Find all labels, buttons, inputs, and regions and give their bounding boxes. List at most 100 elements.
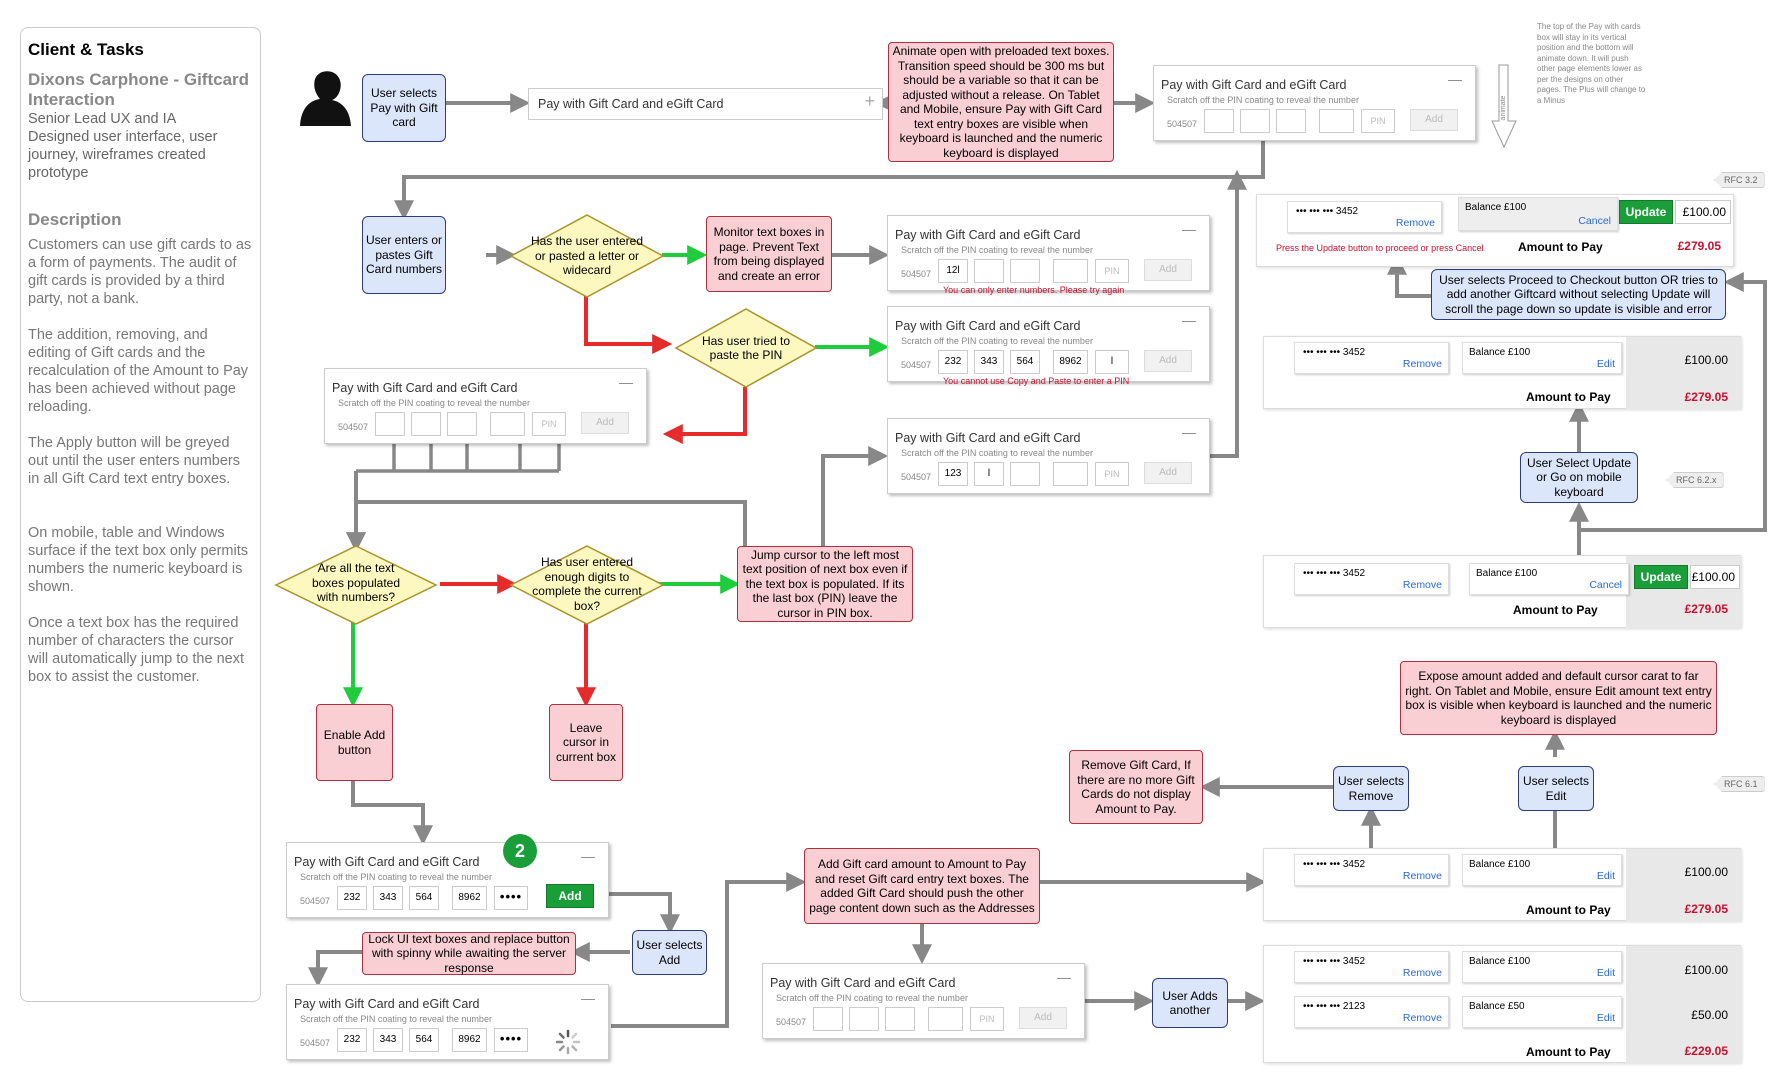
cancel-link[interactable]: Cancel (1578, 215, 1611, 227)
card-digits-input-1[interactable]: 123 (938, 462, 968, 486)
pin-input[interactable]: PIN (970, 1007, 1004, 1031)
plus-icon[interactable]: + (864, 91, 875, 111)
client-sidebar: Client & Tasks Dixons Carphone - Giftcar… (20, 27, 261, 1002)
remove-link[interactable]: Remove (1402, 358, 1442, 370)
card-digits-input-2[interactable]: l (974, 462, 1004, 486)
card-digits-input-4[interactable]: 8962 (452, 886, 487, 910)
card-number: ••• ••• ••• 3452 (1303, 347, 1366, 358)
card-digits-input-3[interactable]: 564 (1010, 350, 1040, 374)
minus-icon[interactable]: — (581, 848, 595, 864)
balance-text: Balance £100 (1469, 859, 1531, 870)
pay-widget-empty-left: Pay with Gift Card and eGift Card — Scra… (324, 368, 647, 444)
card-digits-input-1[interactable] (1204, 109, 1234, 133)
edit-amount-input[interactable]: £100.00 (1690, 565, 1740, 589)
card-digits-input-2[interactable] (849, 1007, 879, 1031)
card-digits-input-2[interactable]: 343 (974, 350, 1004, 374)
add-button[interactable]: Add (1144, 462, 1192, 484)
card-digits-input-1[interactable]: 12l (938, 259, 968, 283)
minus-icon[interactable]: — (619, 374, 633, 390)
user-selects-pay-box: User selects Pay with Gift card (362, 74, 446, 142)
add-button[interactable]: Add (1410, 109, 1458, 131)
card-digits-input-1[interactable] (813, 1007, 843, 1031)
balance-text: Balance £100 (1469, 956, 1531, 967)
card-digits-input-2[interactable] (974, 259, 1004, 283)
edit-link[interactable]: Edit (1596, 1012, 1615, 1024)
description-paragraph: The Apply button will be greyed out unti… (28, 435, 240, 487)
select-update-box: User Select Update or Go on mobile keybo… (1520, 452, 1638, 503)
minus-icon[interactable]: — (581, 990, 595, 1006)
minus-icon[interactable]: — (1182, 424, 1196, 440)
widget-subtitle: Scratch off the PIN coating to reveal th… (901, 336, 1093, 346)
description-heading: Description (28, 210, 122, 229)
all-populated-diamond (274, 545, 438, 625)
card-digits-input-4[interactable] (1319, 109, 1354, 133)
card-digits-input-4[interactable] (490, 412, 525, 436)
add-button[interactable]: Add (581, 412, 629, 434)
card-digits-input-3[interactable] (885, 1007, 915, 1031)
minus-icon[interactable]: — (1057, 969, 1071, 985)
user-selects-edit-box: User selects Edit (1518, 766, 1594, 811)
cancel-link[interactable]: Cancel (1589, 579, 1622, 591)
balance-text: Balance £100 (1465, 202, 1527, 213)
card-digits-input-4[interactable] (1053, 462, 1088, 486)
card-digits-input-2[interactable]: 343 (373, 886, 403, 910)
card-digits-input-3[interactable] (1276, 109, 1306, 133)
spinner-icon (555, 1029, 581, 1055)
card-digits-input-3[interactable] (1010, 462, 1040, 486)
update-button[interactable]: Update (1634, 565, 1688, 589)
giftcard-panel-editing: ••• ••• ••• 3452 Remove Balance £100 Can… (1263, 555, 1742, 629)
card-prefix: 504507 (901, 472, 932, 482)
pay-with-gift-card-collapsed-bar[interactable]: Pay with Gift Card and eGift Card + (528, 88, 883, 120)
card-digits-input-2[interactable] (1240, 109, 1270, 133)
pin-input[interactable]: l (1095, 350, 1129, 374)
pin-input[interactable]: PIN (1095, 259, 1129, 283)
add-button[interactable]: Add (1019, 1007, 1067, 1029)
card-digits-input-1[interactable] (375, 412, 405, 436)
role-line: journey, wireframes created (28, 147, 206, 163)
pay-widget-paste-error: Pay with Gift Card and eGift Card — Scra… (887, 306, 1210, 386)
card-digits-input-1[interactable]: 232 (938, 350, 968, 374)
remove-link[interactable]: Remove (1402, 579, 1442, 591)
card-amount: £100.00 (1684, 353, 1728, 367)
edit-link[interactable]: Edit (1596, 967, 1615, 979)
remove-link[interactable]: Remove (1402, 967, 1442, 979)
minus-icon[interactable]: — (1448, 71, 1462, 87)
card-prefix: 504507 (338, 422, 369, 432)
update-button[interactable]: Update (1619, 200, 1673, 224)
numbers-only-error: You can only enter numbers. Please try a… (943, 285, 1125, 295)
edit-link[interactable]: Edit (1596, 870, 1615, 882)
edit-link[interactable]: Edit (1596, 358, 1615, 370)
card-digits-input-3[interactable] (1010, 259, 1040, 283)
user-avatar-icon (300, 71, 351, 126)
pin-input[interactable]: PIN (532, 412, 566, 436)
card-digits-input-4[interactable] (1053, 259, 1088, 283)
add-button[interactable]: Add (1144, 259, 1192, 281)
rfc-tag: RFC 3.2 (1714, 172, 1765, 188)
pin-input[interactable]: •••• (494, 886, 528, 910)
widget-title: Pay with Gift Card and eGift Card (895, 228, 1081, 242)
remove-link[interactable]: Remove (1402, 1012, 1442, 1024)
collapsed-bar-title: Pay with Gift Card and eGift Card (538, 97, 724, 111)
role-line: prototype (28, 165, 89, 181)
card-digits-input-3[interactable]: 564 (409, 886, 439, 910)
card-digits-input-4[interactable] (928, 1007, 963, 1031)
add-button[interactable]: Add (1144, 350, 1192, 372)
all-populated-text: Are all the text boxes populated with nu… (311, 561, 401, 605)
card-digits-input-2[interactable] (411, 412, 441, 436)
pin-input[interactable]: PIN (1095, 462, 1129, 486)
rfc-tag: RFC 6.2.x (1666, 472, 1724, 488)
card-digits-input-4[interactable]: 8962 (1053, 350, 1088, 374)
pin-input[interactable]: PIN (1361, 109, 1395, 133)
card-digits-input-1[interactable]: 232 (337, 886, 367, 910)
remove-link[interactable]: Remove (1402, 870, 1442, 882)
amount-column (1626, 849, 1742, 922)
remove-link[interactable]: Remove (1395, 217, 1435, 229)
jump-cursor-note: Jump cursor to the left most text positi… (737, 546, 913, 622)
minus-icon[interactable]: — (1182, 221, 1196, 237)
edit-amount-input[interactable]: £100.00 (1675, 200, 1731, 224)
add-button-enabled[interactable]: Add (546, 884, 594, 908)
card-prefix: 504507 (901, 269, 932, 279)
card-digits-input-3[interactable] (447, 412, 477, 436)
minus-icon[interactable]: — (1182, 312, 1196, 328)
